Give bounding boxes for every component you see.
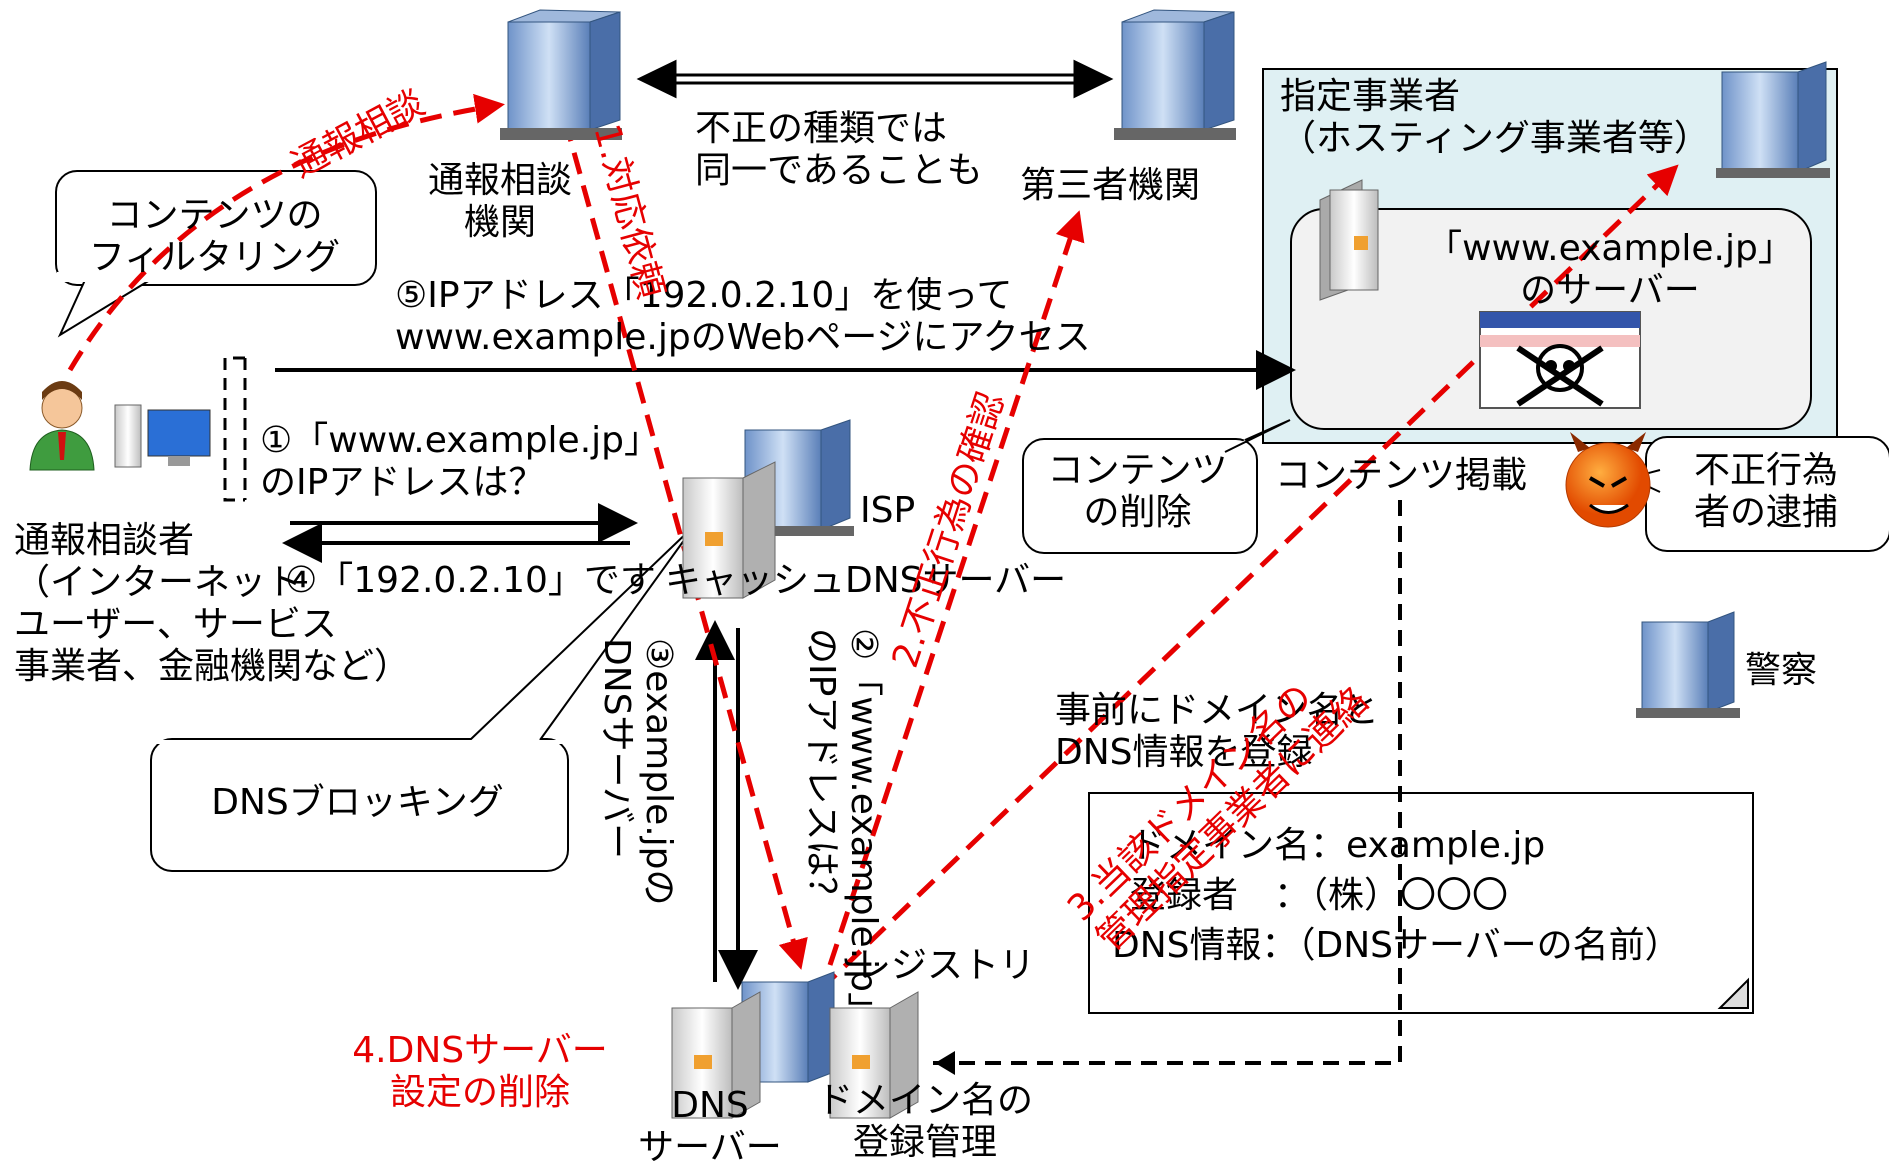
building-icon <box>1636 611 1740 718</box>
same-type-label: 不正の種類では 同一であることも <box>695 108 983 191</box>
arrest-label: 不正行為 者の逮捕 <box>1693 450 1838 533</box>
skull-window-icon <box>1479 311 1641 409</box>
devil-icon <box>1565 432 1651 528</box>
action4-label: 4.DNSサーバー 設定の削除 <box>352 1030 608 1113</box>
registration-line-2: 登録者 ：（株）〇〇〇 <box>1130 875 1509 916</box>
www-server-label: 「www.example.jp」 のサーバー <box>1426 228 1794 311</box>
action2-arrow <box>827 210 1085 966</box>
building-icon <box>500 9 622 140</box>
cache-dns-label: キャッシュDNSサーバー <box>665 560 1067 601</box>
step1-label: ①「www.example.jp」 のIPアドレスは？ <box>260 420 660 503</box>
step2-label: ②「www.example.jp」 のIPアドレスは？ <box>801 628 884 1028</box>
building-icon <box>1114 9 1236 140</box>
domain-mgmt-label: ドメイン名の 登録管理 <box>816 1080 1033 1163</box>
filtering-callout <box>55 170 377 286</box>
content-delete-label: コンテンツ の削除 <box>1047 450 1228 533</box>
report-consult-arrow <box>67 93 505 372</box>
step3-label: ③example.jpの DNSサーバー <box>596 638 679 906</box>
step5-label: ⑤IPアドレス「192.0.2.10」を使って www.example.jpのW… <box>395 275 1091 358</box>
dns-server-label: DNS サーバー <box>638 1085 782 1168</box>
registration-dashed-arrow <box>925 500 1402 1065</box>
step4-label: ④「192.0.2.10」です <box>285 560 656 601</box>
server-icon <box>829 991 919 1119</box>
registration-info-box <box>1088 792 1754 1014</box>
arrest-callout <box>1645 436 1889 552</box>
pc-icon <box>114 404 211 468</box>
server-icon <box>1319 179 1379 301</box>
content-delete-callout <box>1022 438 1258 554</box>
content-posted-label: コンテンツ掲載 <box>1275 455 1528 496</box>
action1-arrow <box>562 119 808 970</box>
server-icon <box>671 991 761 1119</box>
isp-label: ISP <box>860 490 916 531</box>
reporter-label: 通報相談者 （インターネット ユーザー、サービス 事業者、金融機関など） <box>14 520 411 687</box>
registry-label: レジストリ <box>855 945 1036 986</box>
designated-operator-label: 指定事業者 （ホスティング事業者等） <box>1280 76 1710 159</box>
police-label: 警察 <box>1745 650 1818 691</box>
registration-line-3: DNS情報：（DNSサーバーの名前） <box>1112 925 1681 966</box>
building-icon <box>1716 61 1830 178</box>
third-party-label: 第三者機関 <box>1020 165 1201 206</box>
person-icon <box>29 381 95 471</box>
server-icon <box>682 461 776 599</box>
dns-blocking-label: DNSブロッキング <box>211 782 504 823</box>
reporter-agency-label: 通報相談 機関 <box>427 160 572 243</box>
prior-register-label: 事前にドメイン名と DNS情報を登録 <box>1055 690 1380 773</box>
peer-arrow <box>636 59 1114 99</box>
content-filtering-label: コンテンツの フィルタリング <box>88 195 341 278</box>
registration-line-1: ドメイン名：example.jp <box>1130 825 1546 866</box>
dns-blocking-callout <box>150 738 569 872</box>
action3-arrow <box>818 164 1679 992</box>
